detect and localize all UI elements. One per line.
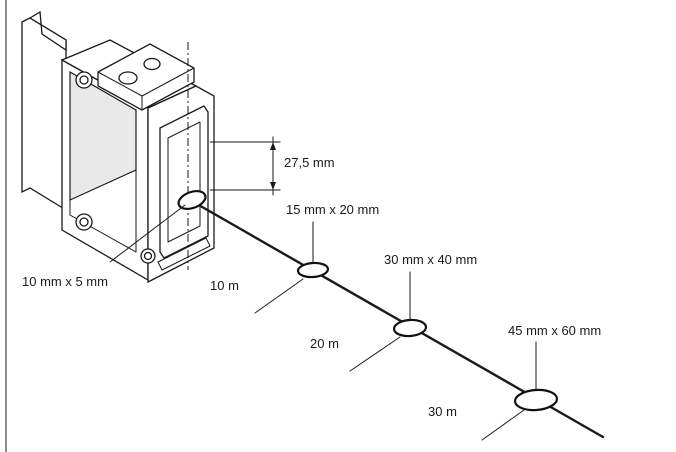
emitter-spot-leader bbox=[109, 204, 186, 263]
screw-top-left-icon bbox=[75, 71, 93, 89]
spot-20m-ellipse bbox=[392, 318, 428, 338]
dist-30m-label: 30 m bbox=[428, 404, 457, 419]
emitter-spot-label: 10 mm x 5 mm bbox=[22, 274, 108, 289]
dist-20m-tick bbox=[349, 336, 401, 372]
spot-30m-ellipse bbox=[513, 388, 559, 412]
offset-dimension bbox=[209, 136, 281, 196]
offset-label: 27,5 mm bbox=[284, 155, 335, 170]
housing-back-block bbox=[21, 17, 67, 212]
emitter-spot-ellipse bbox=[177, 189, 207, 211]
spot-10m-label: 15 mm x 20 mm bbox=[286, 202, 379, 217]
spot-20m-label: 30 mm x 40 mm bbox=[384, 252, 477, 267]
dist-10m-tick bbox=[254, 278, 304, 314]
bracket-hole-right bbox=[143, 57, 161, 71]
dist-20m-label: 20 m bbox=[310, 336, 339, 351]
screw-bottom-left-icon bbox=[75, 213, 93, 231]
housing-panel-edge bbox=[69, 169, 137, 253]
spot-30m-label: 45 mm x 60 mm bbox=[508, 323, 601, 338]
dist-30m-tick bbox=[481, 409, 525, 441]
front-window-outline bbox=[159, 105, 209, 259]
housing-side-panel bbox=[28, 10, 67, 52]
screw-bottom-right-icon bbox=[140, 248, 156, 264]
housing-top-bracket bbox=[97, 43, 195, 111]
front-bottom-slot bbox=[157, 237, 211, 271]
sensor-housing bbox=[21, 10, 215, 284]
front-window-inner bbox=[167, 121, 201, 243]
bracket-hole-left bbox=[118, 71, 138, 85]
housing-front-face bbox=[147, 85, 215, 284]
bracket-edges bbox=[97, 67, 195, 111]
dist-10m-label: 10 m bbox=[210, 278, 239, 293]
